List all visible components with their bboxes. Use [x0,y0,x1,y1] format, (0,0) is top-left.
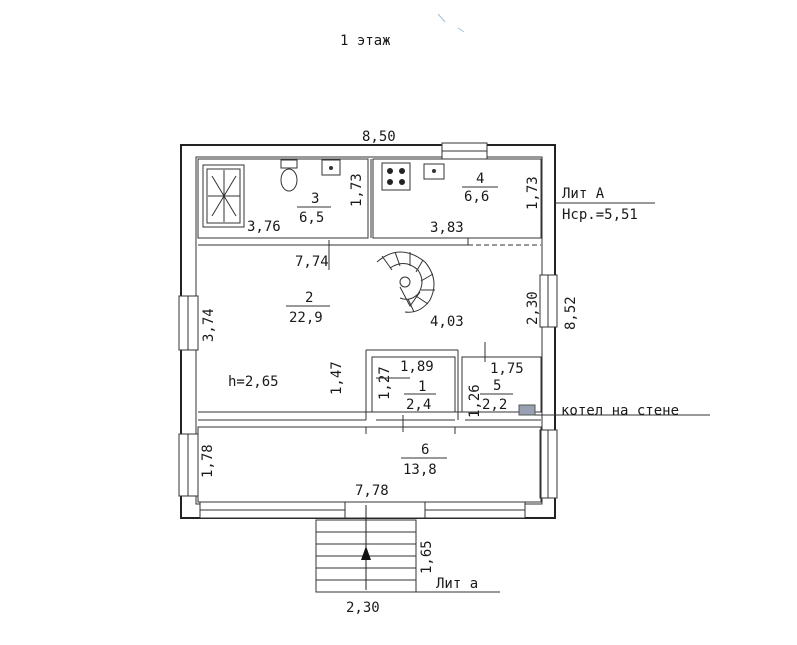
room-area: 2,2 [482,397,507,413]
boiler-icon [518,404,536,416]
room-area: 2,4 [406,397,431,413]
scan-mark [437,13,465,33]
dim-r6-width: 7,78 [355,483,389,499]
toilet-icon [280,159,298,192]
room-1-label: 1 2,4 [404,379,436,413]
room-number: 5 [493,378,501,394]
dim-r4-width: 3,83 [430,220,464,236]
dim-r5-height: 1,26 [467,384,483,418]
hsr-label: Нср.=5,51 [562,207,638,223]
inner-wall-line [195,156,543,505]
room-area: 6,6 [464,189,489,205]
room-area: 6,5 [299,210,324,226]
dim-top-width: 8,50 [362,129,396,145]
room-6-outline [197,426,542,503]
entry-arrow-icon [361,505,371,590]
stove-icon [381,162,411,191]
room-2-label: 2 22,9 [286,290,330,326]
dim-r3-height: 1,73 [349,173,365,207]
entrance-door [344,501,426,519]
room-number: 2 [305,290,313,306]
dim-r5-width: 1,75 [490,361,524,377]
kitchen-sink-icon [423,163,445,180]
spiral-stair-icon [376,251,435,313]
dim-r1-width: 1,89 [400,359,434,375]
room-area: 22,9 [289,310,323,326]
boiler-note: котел на стене [561,403,679,419]
room-number: 4 [476,171,484,187]
dim-r3-width: 3,76 [247,219,281,235]
ceiling-height: h=2,65 [228,374,279,390]
room-4-label: 4 6,6 [462,171,498,205]
dim-r2-height-left: 3,74 [201,308,217,342]
room-1-outline [371,356,456,413]
room-4-outline [372,158,542,239]
dim-r2-height-right: 2,30 [525,291,541,325]
dim-r2-width-top: 7,74 [295,254,329,270]
shower-icon [202,164,245,228]
room-6-label: 6 13,8 [401,442,447,478]
room-number: 3 [311,191,319,207]
room-number: 1 [418,379,426,395]
sink-icon [321,159,341,176]
lit-main-label: Лит А [562,186,605,202]
dim-r2-height-small: 1,47 [329,361,345,395]
floor-title: 1 этаж [340,33,391,49]
dim-r1-height: 1,27 [377,366,393,400]
room-number: 6 [421,442,429,458]
dim-porch-length: 1,65 [419,540,435,574]
room-5-label: 5 2,2 [480,378,513,413]
room-5-outline [461,356,542,413]
dim-porch-width: 2,30 [346,600,380,616]
lit-porch-label: Лит а [436,576,478,592]
room-3-outline [197,158,369,239]
dim-r2-width-mid: 4,03 [430,314,464,330]
dim-r6-height: 1,78 [200,444,216,478]
room-area: 13,8 [403,462,437,478]
room-3-label: 3 6,5 [297,191,331,226]
dim-r4-height: 1,73 [525,176,541,210]
dim-right-height: 8,52 [563,296,579,330]
